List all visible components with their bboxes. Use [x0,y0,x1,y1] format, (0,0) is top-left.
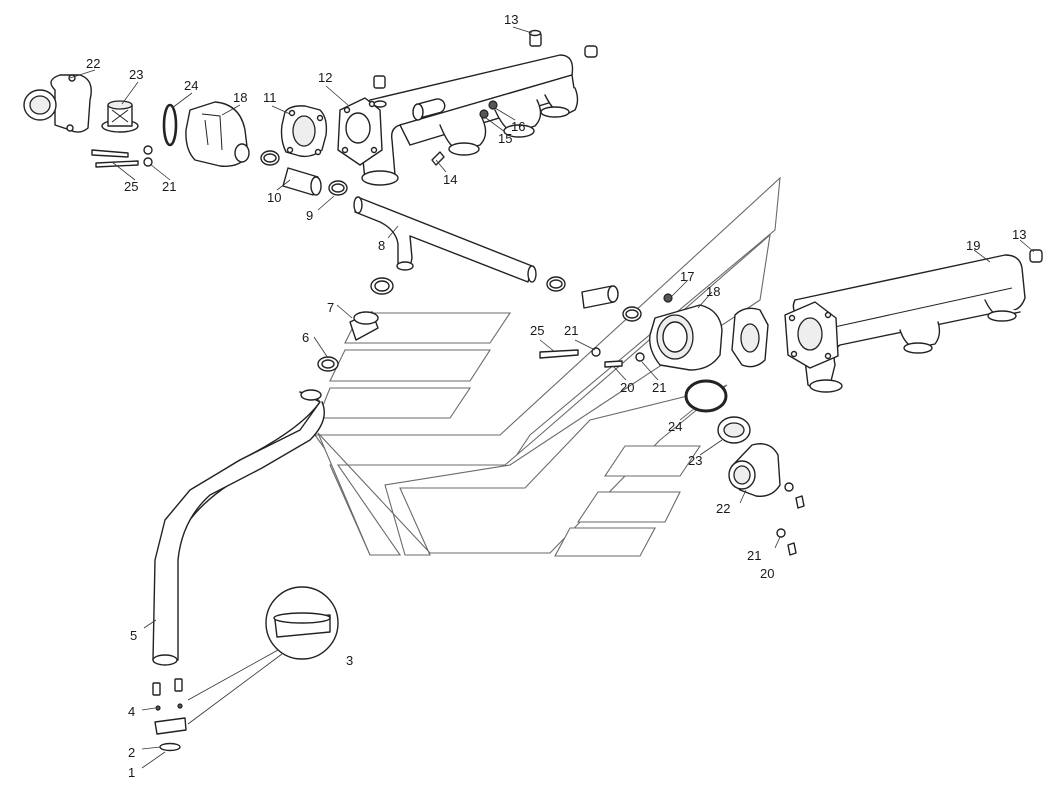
upper-left-parts [23,74,348,196]
callout-20-bottom: 20 [760,566,774,581]
callout-21-top: 21 [162,179,176,194]
callout-4: 4 [128,704,135,719]
callout-24-bottom: 24 [668,419,682,434]
callout-6: 6 [302,330,309,345]
callout-2: 2 [128,745,135,760]
callout-22-bottom: 22 [716,501,730,516]
bg-stripe-4 [603,445,702,477]
callout-15: 15 [498,131,512,146]
background-chevrons [313,176,781,557]
hose-5 [152,389,325,666]
callout-18-mid: 18 [706,284,720,299]
callout-21-mid-right: 21 [652,380,666,395]
callout-20-mid: 20 [620,380,634,395]
callout-22-top: 22 [86,56,100,71]
callout-24-top: 24 [184,78,198,93]
callout-11: 11 [263,90,277,105]
callout-13-top: 13 [504,12,518,27]
detail-and-fasteners [152,586,339,752]
callout-3: 3 [346,653,353,668]
callout-23-top: 23 [129,67,143,82]
bg-chevron-outer [317,233,771,556]
bg-stripe-3 [317,387,472,419]
callout-10: 10 [267,190,281,205]
leader-lines [69,26,1035,769]
callout-19: 19 [966,238,980,253]
callout-23-bottom: 23 [688,453,702,468]
callout-16: 16 [511,119,525,134]
pipe-8 [353,196,537,283]
callout-8: 8 [378,238,385,253]
callout-13-right: 13 [1012,227,1026,242]
bg-stripe-6 [554,527,656,557]
callout-9: 9 [306,208,313,223]
callout-21-mid: 21 [564,323,578,338]
callout-7: 7 [327,300,334,315]
upper-manifold [337,29,598,186]
callout-18-top: 18 [233,90,247,105]
right-manifold [539,249,1043,556]
middle-hoses [317,276,642,372]
callout-1: 1 [128,765,135,780]
callout-5: 5 [130,628,137,643]
callout-12: 12 [318,70,332,85]
callout-25-mid: 25 [530,323,544,338]
callout-25-top: 25 [124,179,138,194]
bg-stripe-1 [344,312,512,344]
callout-labels: 1 2 3 4 5 6 7 8 9 10 11 12 13 13 14 15 1… [86,12,1026,780]
callout-14: 14 [443,172,457,187]
callout-17: 17 [680,269,694,284]
bg-stripe-2 [329,349,492,382]
bg-stripe-5 [576,491,681,523]
callout-21-bottom: 21 [747,548,761,563]
